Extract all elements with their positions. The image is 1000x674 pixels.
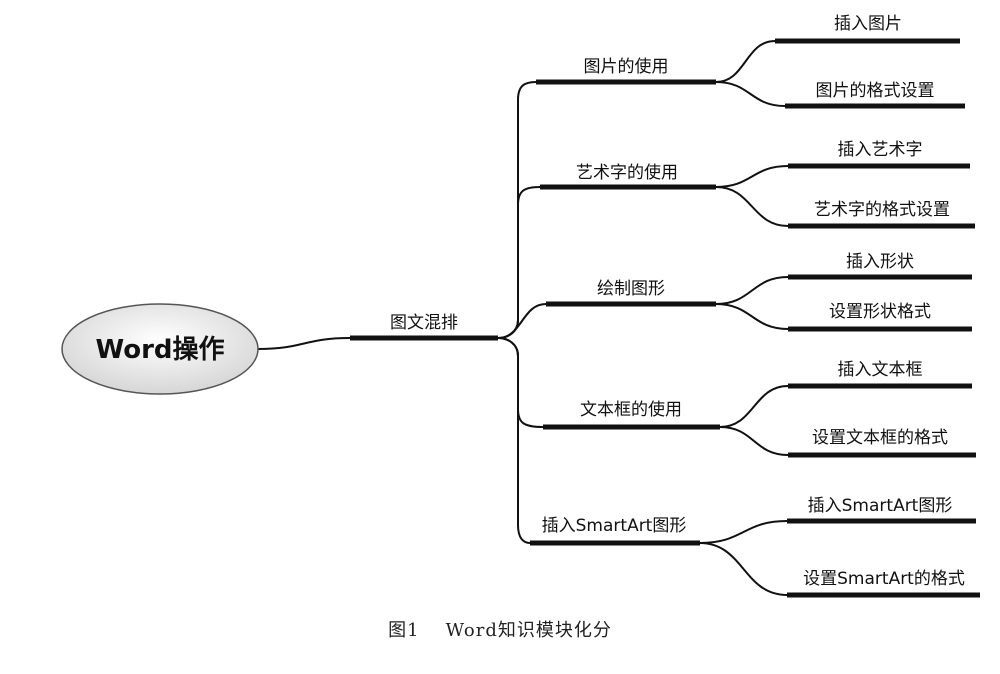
leaf-label-2-0: 插入形状 [846, 252, 914, 272]
topic-underlines [350, 38, 980, 598]
connector-lines [257, 40, 789, 596]
connector-root-topic [257, 337, 351, 350]
connector-branch-0-leaf-0 [715, 40, 776, 83]
connector-branch-4-leaf-1 [699, 542, 788, 596]
connector-branch-4-leaf-0 [699, 520, 788, 544]
leaf-label-0-1: 图片的格式设置 [816, 81, 935, 101]
leaf-label-1-0: 插入艺术字 [838, 140, 923, 160]
leaf-label-0-0: 插入图片 [834, 14, 902, 34]
leaf-label-4-0: 插入SmartArt图形 [808, 496, 953, 516]
connector-topic-branch-2 [497, 303, 547, 339]
connector-topic-branch-3 [497, 337, 544, 428]
figure-title: Word知识模块化分 [445, 620, 612, 641]
leaf-label-4-1: 设置SmartArt的格式 [803, 569, 965, 589]
branch-label-0: 图片的使用 [584, 56, 669, 77]
leaf-label-1-1: 艺术字的格式设置 [814, 200, 950, 220]
connector-topic-branch-4 [497, 337, 531, 544]
leaf-label-3-0: 插入文本框 [838, 360, 923, 380]
connector-branch-3-leaf-1 [719, 426, 789, 456]
connector-branch-1-leaf-0 [715, 165, 789, 188]
connector-topic-branch-1 [497, 186, 541, 339]
branch-label-1: 艺术字的使用 [576, 162, 678, 183]
root-ellipse [61, 303, 259, 395]
connector-branch-0-leaf-1 [715, 81, 786, 107]
figure-caption: 图1 Word知识模块化分 [0, 616, 1000, 642]
figure-number: 图1 [388, 620, 420, 641]
branch-label-4: 插入SmartArt图形 [542, 516, 687, 536]
branch-label-2: 绘制图形 [597, 279, 665, 299]
root-label: Word操作 [95, 335, 224, 365]
root-node: Word操作 [61, 303, 259, 395]
branch-label-3: 文本框的使用 [580, 399, 682, 420]
topic-label: 图文混排 [390, 313, 458, 333]
connector-branch-2-leaf-1 [715, 303, 789, 330]
connector-branch-2-leaf-0 [715, 276, 789, 305]
connector-branch-1-leaf-1 [715, 186, 789, 227]
connector-branch-3-leaf-0 [719, 385, 789, 428]
leaf-label-2-1: 设置形状格式 [829, 302, 931, 322]
leaf-label-3-1: 设置文本框的格式 [812, 428, 948, 448]
